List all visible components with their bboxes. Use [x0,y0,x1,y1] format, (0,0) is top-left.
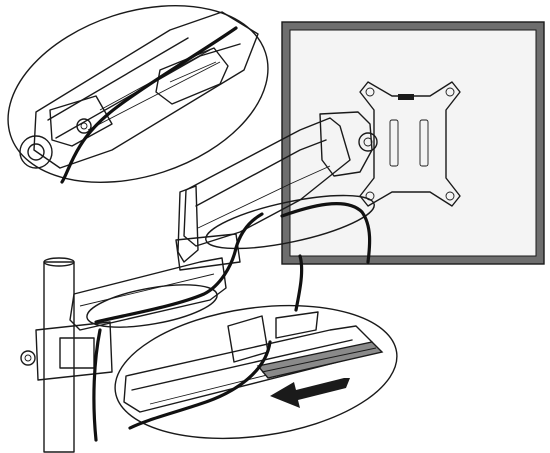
lower-arm [69,257,227,331]
elbow-joint [175,185,241,271]
detail-callout-border [7,5,269,183]
mounting-pole [20,257,113,453]
monitor-screen [289,29,537,257]
detail-callout-bottom [114,254,398,440]
lower-cable-cover-highlight [86,284,218,328]
mount-slot [419,119,429,167]
monitor [281,21,545,265]
tilt-knob [358,132,378,152]
arrow-left-icon [270,378,350,408]
hinge-screw [76,118,92,134]
clamp-knob [20,350,36,366]
screw-hole [445,191,455,201]
screw-hole [365,87,375,97]
plate-latch [398,94,414,100]
upper-arm [183,111,378,247]
screw-hole [445,87,455,97]
detail-callout-border [114,304,398,440]
mount-slot [389,119,399,167]
pivot-knob [19,135,53,169]
upper-cable-cover-highlight [205,194,375,250]
detail-callout-top [7,5,269,184]
